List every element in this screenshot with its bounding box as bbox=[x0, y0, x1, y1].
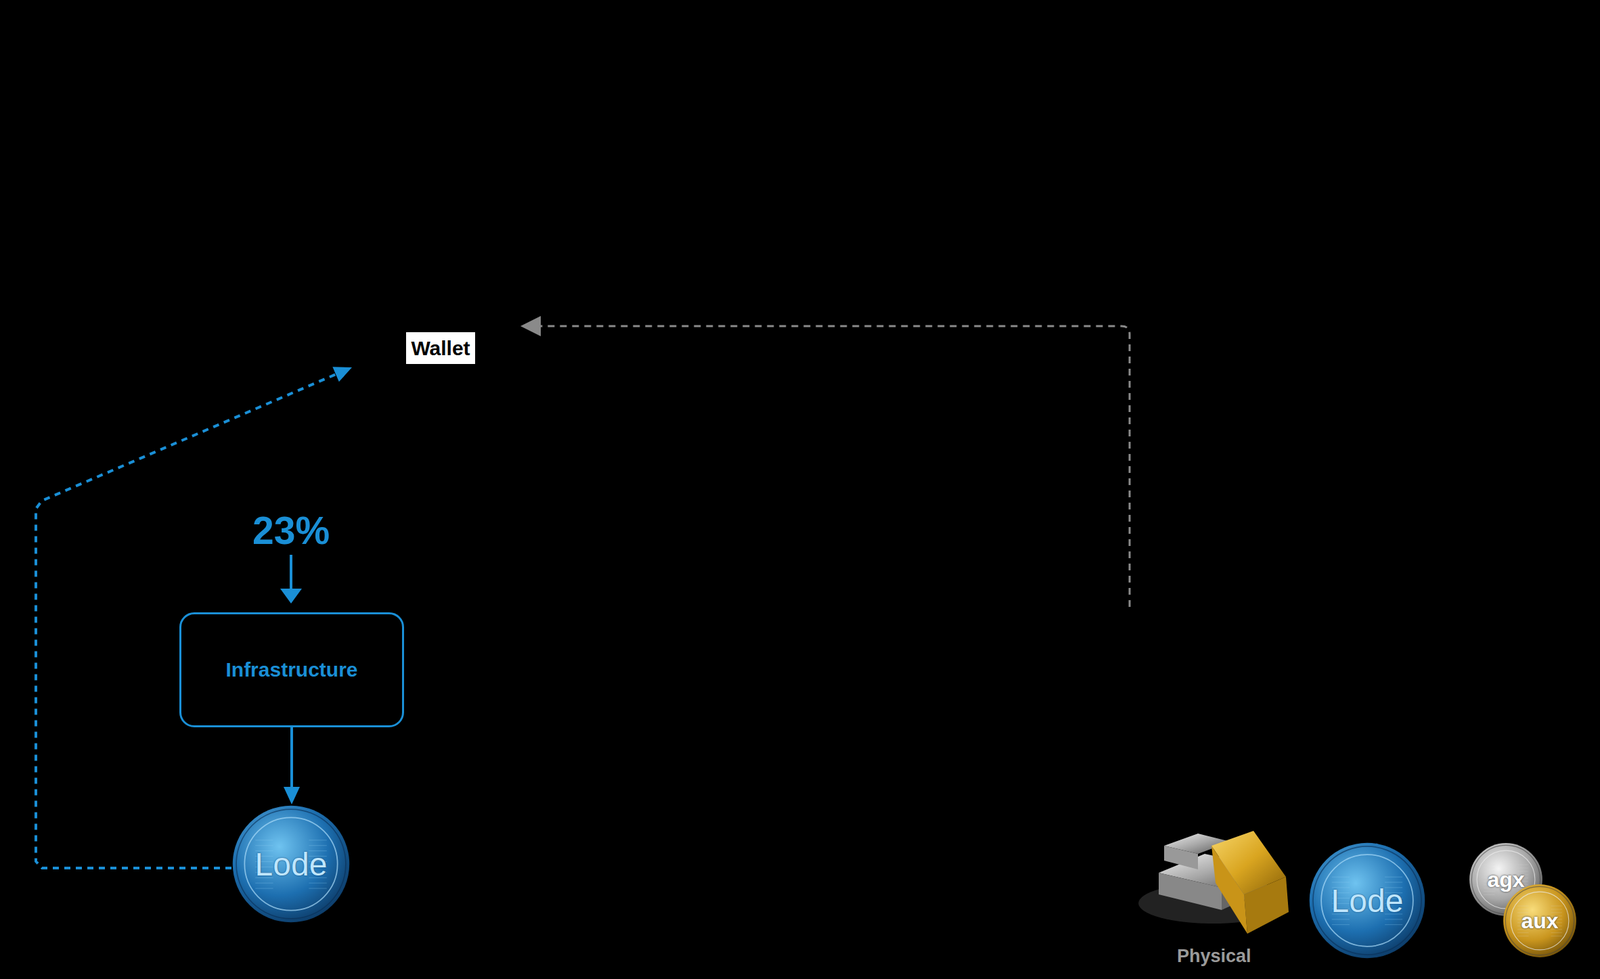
wallet-box: Wallet bbox=[406, 332, 476, 365]
token-coin: Lode bbox=[1308, 841, 1427, 960]
node-text: agx bbox=[1486, 867, 1525, 893]
node-text: Wallet bbox=[410, 337, 470, 361]
percent-label: 23% bbox=[252, 508, 330, 553]
token-coin: aux bbox=[1502, 883, 1577, 959]
percent-arrow bbox=[280, 554, 302, 604]
token-coin: Lode bbox=[231, 804, 351, 924]
caption-label: Physical bbox=[1176, 946, 1252, 968]
connector bbox=[283, 727, 300, 805]
process-box: Infrastructure bbox=[179, 612, 405, 728]
node-text: aux bbox=[1520, 908, 1559, 935]
node-text: Infrastructure bbox=[225, 658, 358, 682]
connector bbox=[35, 366, 352, 869]
node-text: Lode bbox=[255, 846, 328, 884]
metal-bars bbox=[1138, 831, 1289, 935]
node-text: Lode bbox=[1331, 882, 1404, 920]
grey-dashed-arrow bbox=[520, 316, 1130, 608]
